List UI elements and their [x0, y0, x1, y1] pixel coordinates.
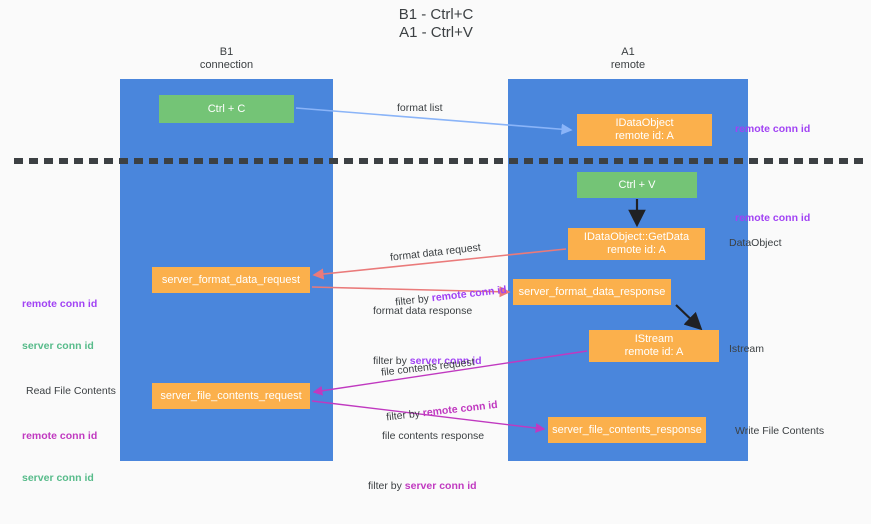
annotation-write-file-contents: Write File Contents	[735, 425, 825, 437]
node-server-format-data-response[interactable]: server_format_data_response	[513, 279, 671, 305]
edge-label-format-data-request-line1: format data request	[389, 241, 482, 264]
annotation-dataobject: DataObject	[729, 237, 782, 249]
node-server-file-contents-response[interactable]: server_file_contents_response	[548, 417, 706, 443]
annotation-conn-id-group-2: remote conn id server conn id	[22, 401, 97, 513]
annotation-remote-conn-id-2: remote conn id	[22, 430, 98, 442]
edge-label-file-contents-response-filter: filter by server conn id	[368, 479, 484, 494]
filter-prefix: filter by	[373, 355, 410, 367]
annotation-conn-id-group-1: remote conn id server conn id	[22, 269, 97, 381]
edge-label-format-data-response-filter: filter by server conn id	[373, 354, 482, 369]
annotation-remote-conn-id-1: remote conn id	[22, 298, 98, 310]
lane-title-b1: B1 connection	[199, 46, 254, 71]
page-title: B1 - Ctrl+C A1 - Ctrl+V	[398, 6, 474, 41]
diagram-canvas: B1 - Ctrl+C A1 - Ctrl+V B1 connection A1…	[14, 6, 865, 492]
annotation-server-conn-id-1: server conn id	[22, 340, 94, 352]
edge-label-format-list: format list	[397, 102, 443, 114]
filter-key-server-conn-id: server conn id	[404, 480, 477, 492]
lane-title-a1: A1 remote	[610, 46, 646, 71]
annotation-istream: Istream	[729, 343, 765, 355]
annotation-read-file-contents: Read File Contents	[26, 385, 116, 397]
edge-label-format-data-response: format data response filter by server co…	[373, 274, 482, 399]
node-ctrl-v[interactable]: Ctrl + V	[577, 172, 697, 198]
node-server-file-contents-request[interactable]: server_file_contents_request	[152, 383, 310, 409]
edge-label-file-contents-response: file contents response filter by server …	[368, 399, 484, 524]
edge-label-file-contents-request-line1: file contents request	[380, 356, 476, 379]
node-istream[interactable]: IStream remote id: A	[589, 330, 719, 362]
annotation-server-conn-id-2: server conn id	[22, 472, 94, 484]
node-server-format-data-request[interactable]: server_format_data_request	[152, 267, 310, 293]
node-ctrl-c[interactable]: Ctrl + C	[159, 95, 294, 123]
annotation-remote-conn-id-mid: remote conn id	[735, 212, 811, 224]
annotation-remote-conn-id-top: remote conn id	[735, 123, 811, 135]
edge-label-format-data-response-line1: format data response	[373, 305, 473, 317]
node-idataobject-getdata[interactable]: IDataObject::GetData remote id: A	[568, 228, 705, 260]
filter-key-server-conn-id: server conn id	[409, 355, 482, 367]
edge-label-file-contents-response-line1: file contents response	[382, 430, 485, 442]
node-idataobject[interactable]: IDataObject remote id: A	[577, 114, 712, 146]
filter-prefix: filter by	[368, 480, 405, 492]
